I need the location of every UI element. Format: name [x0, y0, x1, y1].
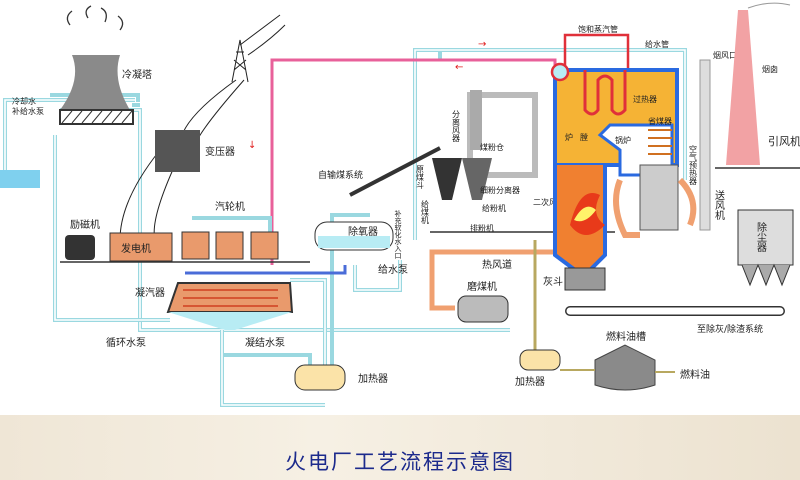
circ-pump-label: 循环水泵: [106, 336, 146, 349]
exciter: [65, 235, 95, 260]
raw-coal-bunker: [432, 158, 462, 200]
pulverized-bin-label: 煤粉仓: [480, 142, 504, 152]
softened-water-label: 补充软化水入口: [394, 209, 402, 259]
superheater: [583, 70, 627, 116]
condensate-pump-label: 凝结水泵: [245, 336, 285, 349]
power-plant-process-diagram: ↓ → ← 冷凝塔 冷却水 补给水泵 变压器 励磁机 发电机 汽轮机 凝汽器 循…: [0, 2, 800, 407]
transmission-tower-icon: [119, 14, 286, 241]
makeup-pump-label-2: 补给水泵: [12, 106, 44, 116]
cooling-tower: [0, 5, 134, 188]
boiler-label: 锅炉: [615, 135, 631, 145]
pulverized-coal-bin: [462, 158, 492, 200]
boiler-furnace: [553, 68, 679, 167]
fuel-tank-label: 燃料油槽: [606, 330, 646, 343]
makeup-pump-label-1: 冷却水: [12, 96, 36, 106]
saturated-steam-label: 饱和蒸汽管: [578, 24, 618, 34]
fuel-oil-label: 燃料油: [680, 368, 710, 381]
heater-1: [294, 364, 346, 391]
ash-hopper-label: 灰斗: [543, 275, 563, 288]
chimney: [726, 10, 760, 165]
coal-conveyor-label: 自输煤系统: [318, 169, 363, 181]
coal-conveyor: [349, 146, 441, 197]
transformer: [155, 130, 200, 172]
generator-label: 发电机: [121, 242, 151, 255]
economizer-label: 省煤器: [648, 116, 672, 126]
coal-feeder-label: 给煤机: [421, 199, 430, 225]
condenser-label: 凝汽器: [135, 286, 165, 299]
saturated-steam-pipe: [563, 33, 630, 70]
heater-2: [519, 349, 561, 371]
separator: [470, 90, 482, 150]
title-banner: [0, 415, 800, 480]
cooling-water-pipes: [3, 48, 687, 407]
deaerator-label: 除氧器: [348, 225, 378, 238]
secondary-air-label: 二次风: [533, 197, 557, 207]
air-inlet-label: 烟风口: [713, 51, 737, 60]
separator-label: 分离风器: [452, 110, 461, 143]
exciter-label: 励磁机: [70, 218, 100, 231]
heater-2-label: 加热器: [515, 375, 545, 388]
svg-text:↓: ↓: [248, 140, 256, 151]
fine-separator-label: 细粉分离器: [480, 185, 520, 195]
forced-fan-label: 送风机: [713, 189, 725, 221]
raw-coal-bunker-label: 原煤斗: [416, 165, 425, 189]
hot-air-duct-label: 热风道: [482, 258, 512, 271]
furnace-label-2: 膛: [580, 132, 588, 142]
economizer: [648, 129, 672, 155]
dust-collector: [737, 209, 794, 266]
coal-mill-label: 磨煤机: [467, 280, 497, 293]
forced-fan: [699, 59, 711, 231]
furnace-label-1: 炉: [565, 132, 573, 142]
air-preheater: [639, 164, 679, 231]
exhaust-fan-label: 排粉机: [470, 223, 494, 233]
powder-feeder-label: 给粉机: [482, 203, 506, 213]
ash-system-label: 至除灰/除渣系统: [697, 323, 763, 335]
svg-text:←: ←: [455, 62, 463, 73]
hot-air-duct: [429, 249, 555, 311]
page-title: 火电厂工艺流程示意图: [285, 450, 515, 474]
chimney-label: 烟囱: [762, 64, 778, 74]
feed-water-pipe-label: 给水管: [645, 39, 669, 49]
cooling-tower-label: 冷凝塔: [122, 68, 152, 81]
svg-text:→: →: [478, 39, 486, 50]
steam-turbine: [181, 231, 279, 260]
fuel-oil-tank: [594, 344, 656, 391]
coal-mill: [457, 295, 509, 323]
heater-1-label: 加热器: [358, 372, 388, 385]
superheater-label: 过热器: [633, 94, 657, 104]
generator: [109, 232, 173, 262]
ash-hopper: [564, 267, 606, 291]
steam-drum: [550, 62, 570, 82]
dust-collector-label: 除尘器: [755, 221, 767, 253]
transformer-label: 变压器: [205, 145, 235, 158]
feed-pump-label: 给水泵: [378, 263, 408, 276]
turbine-label: 汽轮机: [215, 200, 245, 213]
induced-fan-label: 引风机: [768, 134, 800, 148]
air-preheater-label: 空气预热器: [689, 144, 698, 186]
